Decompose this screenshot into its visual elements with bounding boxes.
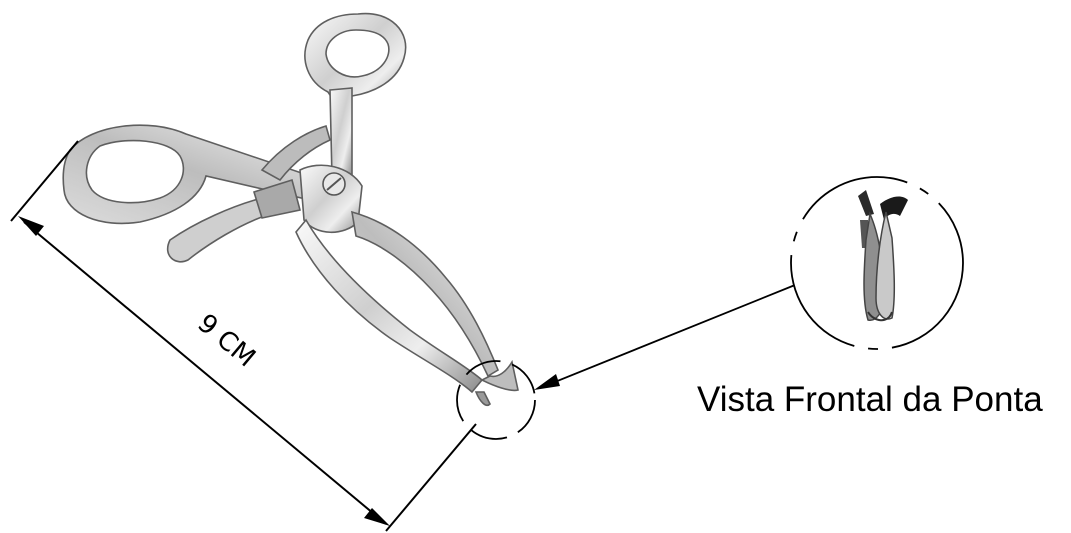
tip-callout-circle bbox=[456, 360, 536, 440]
retractor-scissors-icon bbox=[62, 12, 519, 407]
dimension-annotation bbox=[10, 140, 477, 532]
dimension-line bbox=[23, 221, 387, 525]
arrowhead-end-icon bbox=[364, 508, 390, 526]
detail-leader-arrowhead-icon bbox=[534, 374, 560, 390]
arrowhead-start-icon bbox=[18, 216, 44, 236]
extension-line-left bbox=[10, 140, 79, 222]
extension-line-right bbox=[385, 423, 477, 532]
tip-front-view-icon bbox=[858, 190, 908, 322]
dimension-label: 9 CM bbox=[192, 308, 261, 373]
detail-leader-line bbox=[539, 284, 796, 389]
detail-caption: Vista Frontal da Ponta bbox=[697, 380, 1043, 419]
